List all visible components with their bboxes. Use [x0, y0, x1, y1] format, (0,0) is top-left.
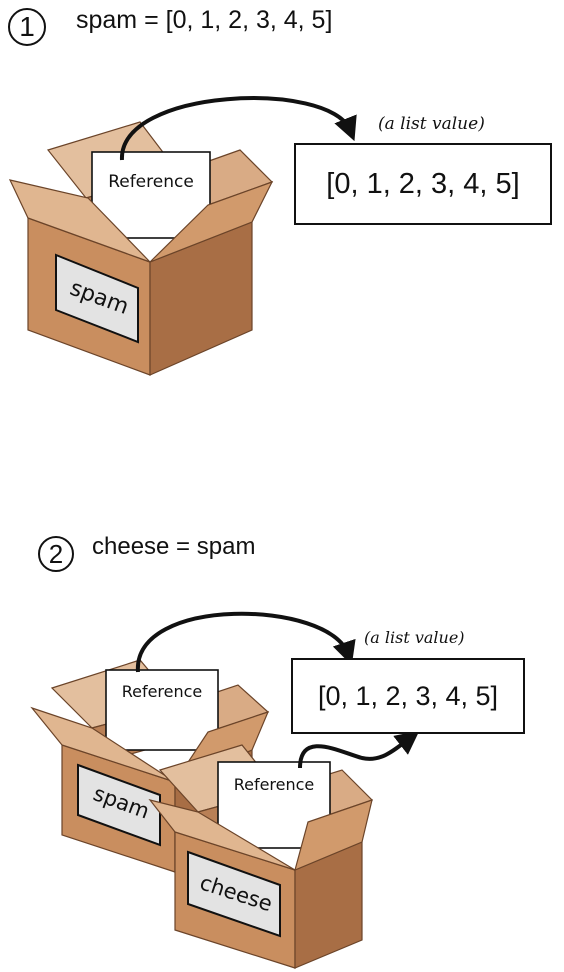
step-2-code: cheese = spam	[92, 533, 256, 560]
step-1-number: 1	[8, 8, 46, 46]
reference-arrow-1	[119, 96, 357, 161]
step-1-code: spam = [0, 1, 2, 3, 4, 5]	[76, 6, 333, 34]
spam-reference-text-2: Reference	[122, 682, 203, 701]
step-2-list-value: [0, 1, 2, 3, 4, 5]	[291, 658, 525, 734]
reference-arrow-cheese	[298, 730, 420, 769]
spam-reference-text: Reference	[108, 172, 194, 192]
step-2-number: 2	[38, 536, 74, 572]
step-1-annotation: (a list value)	[378, 114, 485, 134]
step-1-list-value: [0, 1, 2, 3, 4, 5]	[294, 143, 552, 225]
spam-box-1	[8, 121, 274, 376]
cheese-box	[148, 744, 374, 969]
spam-reference-card-2	[105, 669, 219, 751]
cheese-reference-text: Reference	[234, 775, 315, 794]
reference-arrow-spam	[135, 611, 356, 673]
step-2-annotation: (a list value)	[364, 628, 465, 647]
